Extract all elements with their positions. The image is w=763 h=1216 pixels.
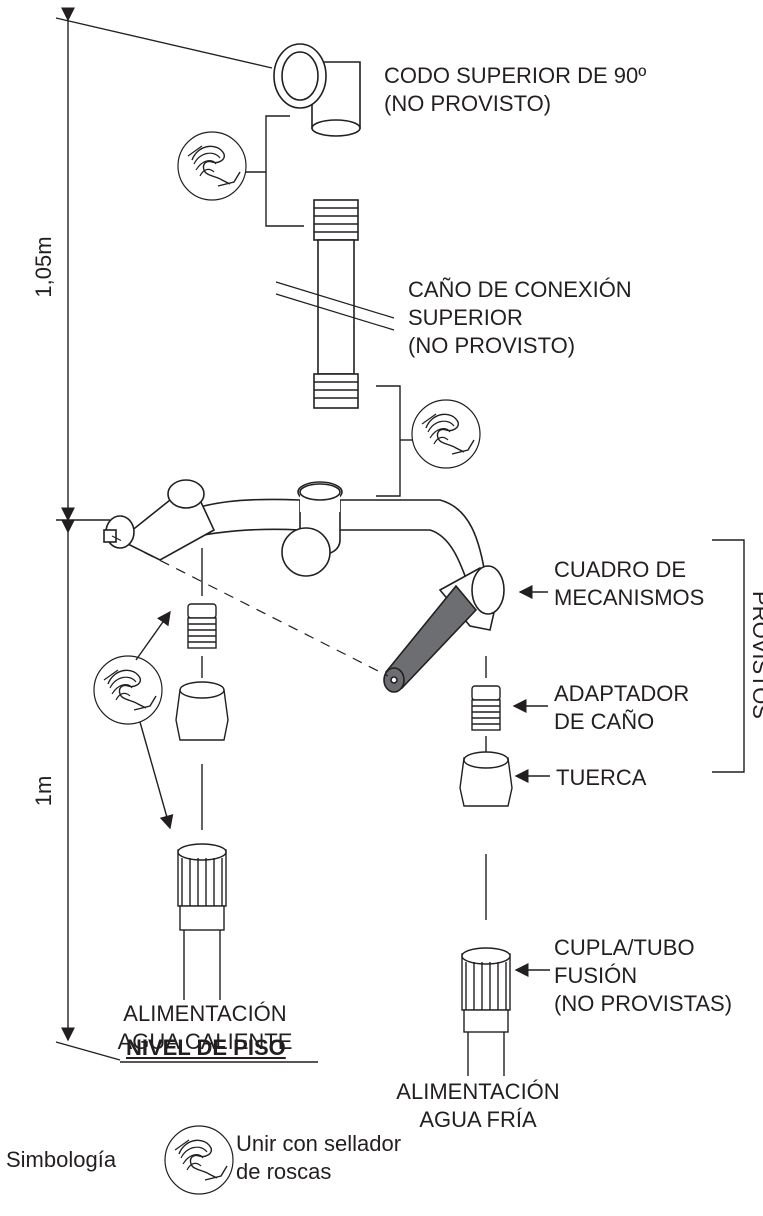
cold-water-label-line2: AGUA FRÍA xyxy=(419,1107,537,1132)
nut-label: TUERCA xyxy=(556,765,647,790)
cold-water-label: ALIMENTACIÓN AGUA FRÍA xyxy=(378,1078,578,1134)
cupla-label-line3: (NO PROVISTAS) xyxy=(554,991,733,1016)
elbow-label: CODO SUPERIOR DE 90º (NO PROVISTO) xyxy=(384,62,646,118)
dimension-upper: 1,05m xyxy=(31,236,56,298)
cupla-label-line1: CUPLA/TUBO xyxy=(554,935,695,960)
pipe-label: CAÑO DE CONEXIÓN SUPERIOR (NO PROVISTO) xyxy=(408,276,632,360)
left-assembly xyxy=(175,548,229,1000)
hot-water-label-line1: ALIMENTACIÓN xyxy=(123,1001,287,1026)
legend-description: Unir con sellador de roscas xyxy=(236,1130,401,1186)
elbow-fitting xyxy=(273,43,361,137)
floor-level-label: NIVEL DE PISO xyxy=(126,1035,286,1060)
hot-water-label-line2: AGUA CALIENTE xyxy=(117,1029,293,1054)
mechanisms-label: CUADRO DE MECANISMOS xyxy=(554,556,704,612)
dimension-lower: 1m xyxy=(31,775,56,807)
legend-description-line2: de roscas xyxy=(236,1159,332,1184)
mechanisms-label-line1: CUADRO DE xyxy=(554,557,687,582)
right-assembly xyxy=(459,656,513,1076)
thread-sealant-hand-icon xyxy=(164,1125,234,1195)
knob xyxy=(383,584,478,693)
faucet-body xyxy=(103,479,505,631)
cupla-label: CUPLA/TUBO FUSIÓN (NO PROVISTAS) xyxy=(554,934,732,1018)
adapter-label: ADAPTADOR DE CAÑO xyxy=(554,680,689,736)
elbow-label-line2: (NO PROVISTO) xyxy=(384,91,552,116)
provided-label: PROVISTOS xyxy=(748,591,763,719)
cold-water-label-line1: ALIMENTACIÓN xyxy=(396,1079,560,1104)
elbow-label-line1: CODO SUPERIOR DE 90º xyxy=(384,63,647,88)
legend-title: Simbología xyxy=(6,1147,117,1172)
dimension-lines xyxy=(55,7,318,1063)
cupla-label-line2: FUSIÓN xyxy=(554,963,638,988)
upper-pipe xyxy=(313,199,359,409)
pipe-label-line1: CAÑO DE CONEXIÓN xyxy=(408,277,632,302)
adapter-label-line1: ADAPTADOR xyxy=(554,681,690,706)
adapter-label-line2: DE CAÑO xyxy=(554,709,655,734)
pipe-label-line3: (NO PROVISTO) xyxy=(408,333,576,358)
hot-water-label: ALIMENTACIÓN AGUA CALIENTE xyxy=(110,1000,300,1056)
legend-description-line1: Unir con sellador xyxy=(236,1131,402,1156)
mechanisms-label-line2: MECANISMOS xyxy=(554,585,705,610)
pipe-label-line2: SUPERIOR xyxy=(408,305,523,330)
